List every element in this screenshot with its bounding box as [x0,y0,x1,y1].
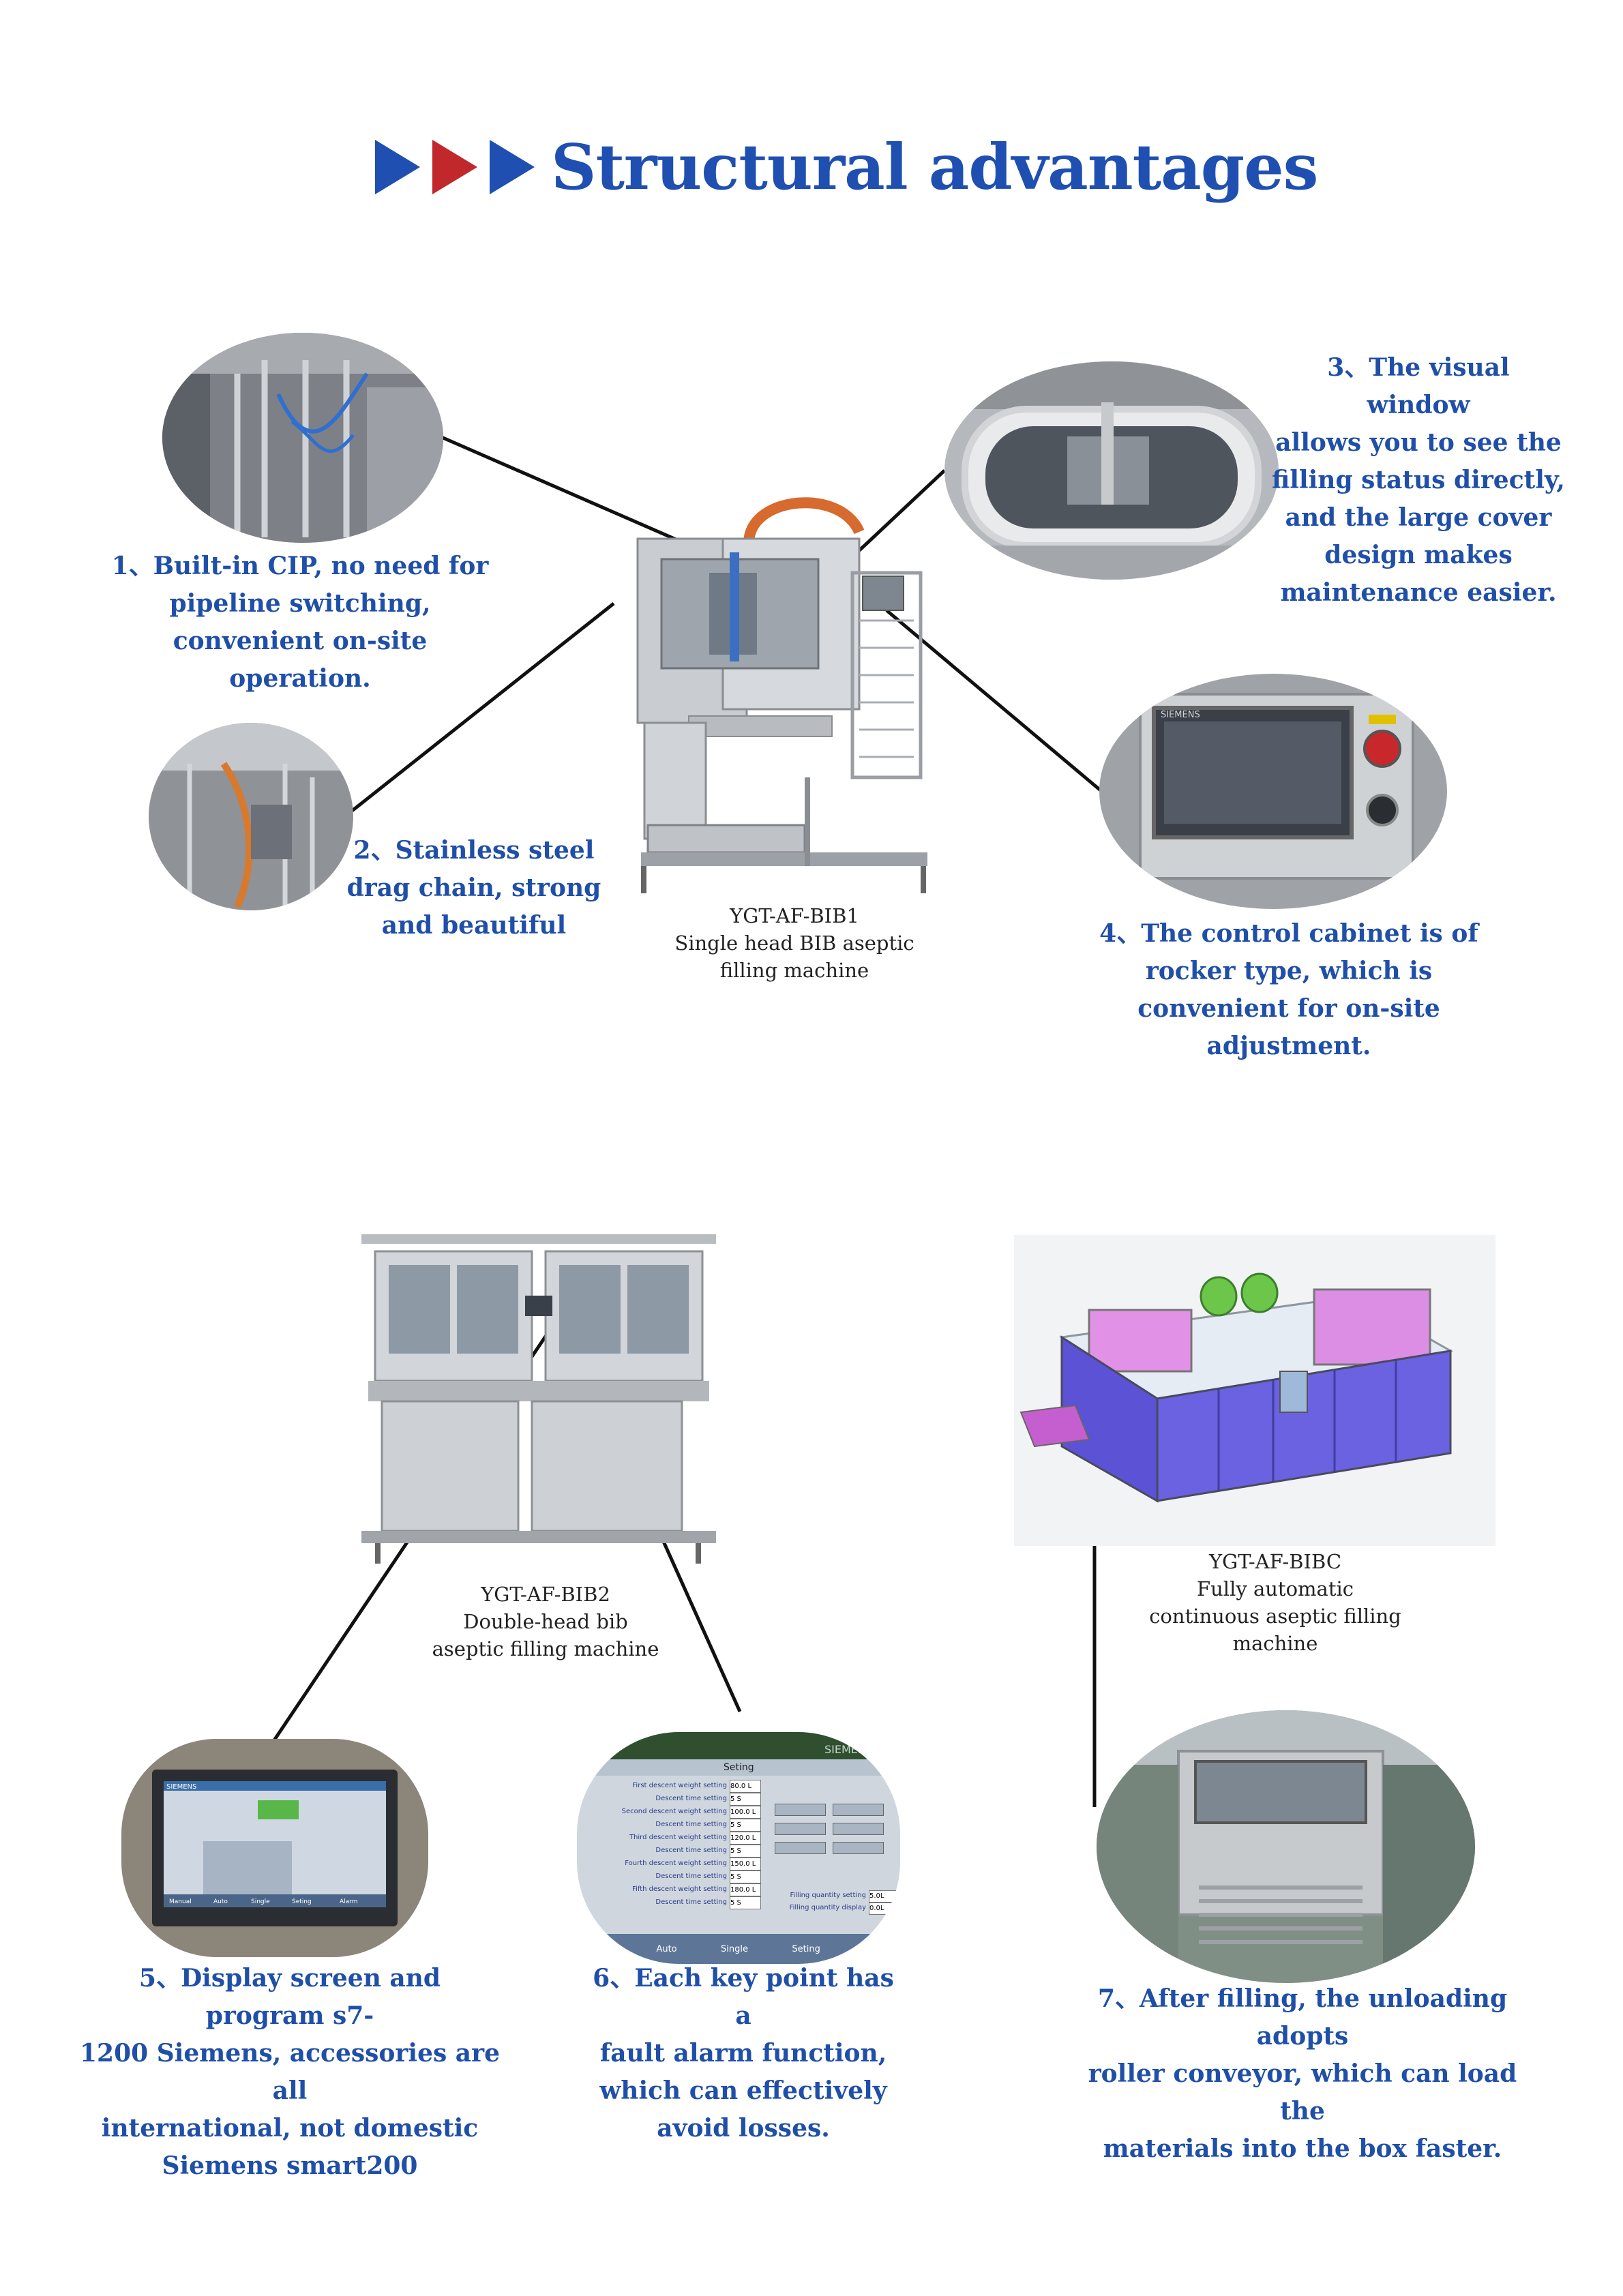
hmi-settings-photo: SIEMENS Seting First descent weight sett… [577,1732,900,1964]
row-label: Descent time setting [655,1898,727,1906]
row-label: Descent time setting [655,1821,727,1828]
hmi-tab[interactable]: Auto [656,1943,677,1954]
hmi-brand: SIEMENS [824,1743,873,1756]
page-header: Structural advantages [375,126,1318,208]
arrow-icon [375,140,420,194]
machine-desc: Single head BIB aseptic [674,931,914,955]
screen-tab: Single [251,1898,270,1905]
display-screen-photo: SIEMENS Manual Auto Single Seting Alarm [121,1739,428,1957]
machine-desc: filling machine [719,959,869,982]
page-title: Structural advantages [551,130,1318,204]
machine-desc: continuous aseptic filling [1149,1605,1401,1628]
feature-6: 6、Each key point has a fault alarm funct… [593,1964,894,2143]
control-cabinet-photo: SIEMENS [1099,674,1447,909]
machine-model: YGT-AF-BIBC [1208,1550,1342,1573]
row-value[interactable]: 150.0 L [730,1858,761,1870]
row-label: Third descent weight setting [629,1834,727,1841]
row-value[interactable]: 5 S [730,1870,761,1883]
row-label: First descent weight setting [632,1782,727,1789]
arrow-icon [490,140,535,194]
machine-bib1-caption: YGT-AF-BIB1 Single head BIB aseptic fill… [655,902,934,984]
row-value[interactable]: 80.0 L [730,1780,761,1793]
brand-label: SIEMENS [1161,710,1200,720]
cip-detail-photo [162,333,443,543]
feature-5: 5、Display screen and program s7- 1200 Si… [80,1964,500,2180]
feature-1: 1、Built-in CIP, no need for pipeline swi… [111,552,489,693]
hmi-tab[interactable]: Seting [792,1943,820,1954]
row-value[interactable]: 100.0 L [730,1806,761,1819]
screen-brand: SIEMENS [166,1783,196,1791]
roller-conveyor-photo [1097,1710,1475,1983]
row-value[interactable]: 5 S [730,1845,761,1858]
screen-tab: Alarm [340,1898,357,1905]
hmi-buttons [775,1804,884,1872]
hmi-tabbar: ual Auto Single Seting Ala [577,1934,900,1964]
machine-bibc-caption: YGT-AF-BIBC Fully automatic continuous a… [1139,1548,1412,1657]
machine-desc: machine [1232,1632,1318,1655]
feature-4: 4、The control cabinet is of rocker type,… [1099,919,1478,1060]
screen-tab: Seting [292,1898,312,1905]
row-value[interactable]: 5 S [730,1896,761,1909]
machine-model: YGT-AF-BIB1 [730,904,859,927]
hmi-tab[interactable]: ual [599,1943,613,1954]
row-value[interactable]: 180.0 L [730,1883,761,1896]
row-label: Descent time setting [655,1847,727,1854]
row-label: Descent time setting [655,1795,727,1802]
hmi-header: Seting [724,1762,754,1773]
row-value[interactable]: 120.0 L [730,1832,761,1845]
visual-window-photo [944,361,1279,580]
side-value[interactable]: 0.0L [869,1903,897,1915]
machine-desc: Double-head bib [463,1610,628,1633]
machine-bib2-caption: YGT-AF-BIB2 Double-head bib aseptic fill… [409,1581,682,1663]
screen-tab: Manual [169,1898,192,1905]
machine-bib2-photo [348,1221,730,1575]
machine-desc: Fully automatic [1197,1577,1354,1600]
machine-bib1-photo [634,471,948,914]
machine-desc: aseptic filling machine [432,1637,659,1660]
side-label: Filling quantity setting [790,1892,866,1899]
arrow-icon [432,140,477,194]
side-value[interactable]: 5.0L [869,1890,897,1903]
row-label: Fifth descent weight setting [632,1885,727,1893]
hmi-tab[interactable]: Ala [864,1943,878,1954]
machine-bibc-render [1014,1235,1495,1546]
screen-tab: Auto [213,1898,228,1905]
hmi-tab[interactable]: Single [721,1943,748,1954]
drag-chain-photo [149,723,353,910]
machine-model: YGT-AF-BIB2 [481,1583,610,1606]
row-label: Fourth descent weight setting [625,1860,727,1867]
row-label: Descent time setting [655,1873,727,1880]
feature-2: 2、Stainless steel drag chain, strong and… [346,836,601,940]
feature-7: 7、After filling, the unloading adopts ro… [1088,1984,1517,2163]
row-value[interactable]: 5 S [730,1793,761,1806]
feature-3: 3、The visual window allows you to see th… [1272,353,1565,607]
row-value[interactable]: 5 S [730,1819,761,1832]
row-label: Second descent weight setting [621,1808,727,1815]
side-label: Filling quantity display [789,1904,866,1911]
